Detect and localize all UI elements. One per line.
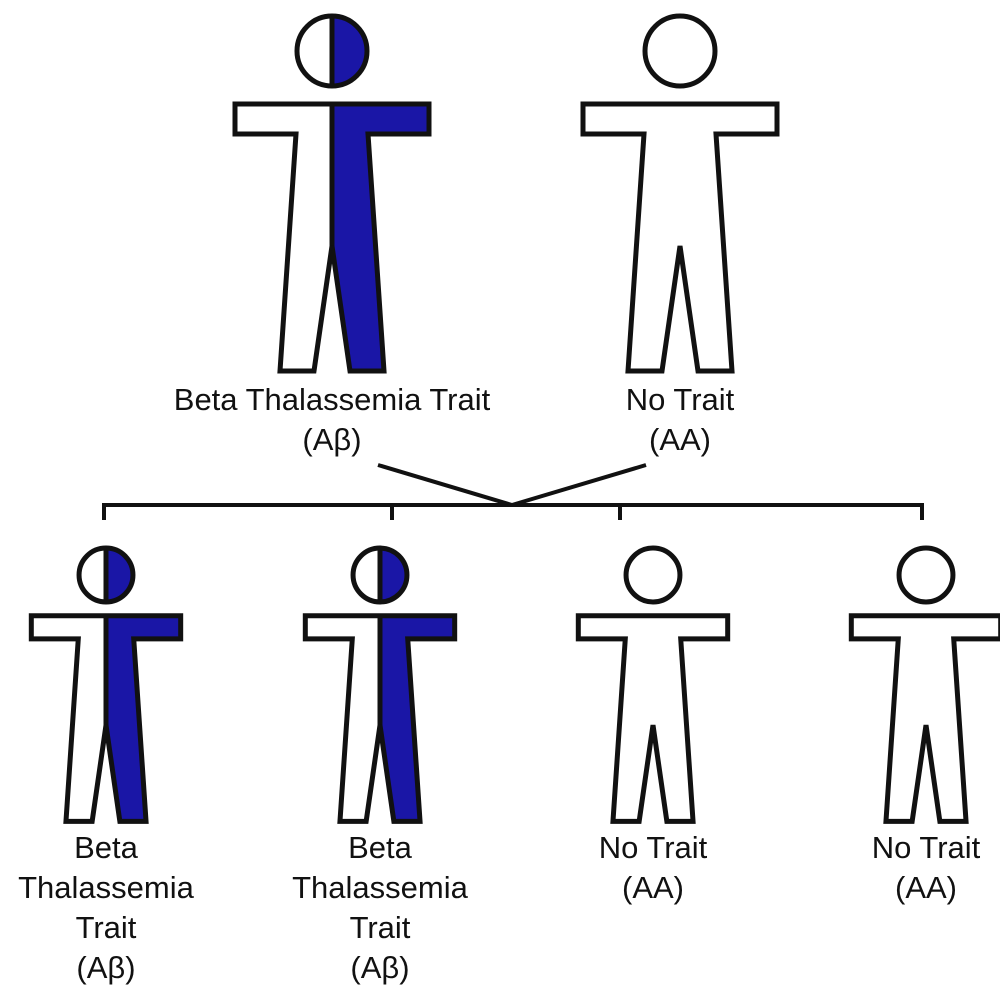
body-outline xyxy=(28,613,184,824)
trait-half-body xyxy=(106,615,181,822)
parent-no-trait-figure xyxy=(580,13,780,374)
body-outline xyxy=(848,613,1000,824)
child-1-figure xyxy=(28,545,184,824)
child-3-label: No Trait (AA) xyxy=(599,830,708,905)
parent-no-trait-label: No Trait (AA) xyxy=(626,382,735,457)
label-line: (AA) xyxy=(649,422,711,457)
body-outline xyxy=(575,613,731,824)
label-line: Beta Thalassemia Trait xyxy=(174,382,491,417)
head-outline xyxy=(76,545,136,605)
family-connectors xyxy=(102,463,924,520)
head-outline xyxy=(642,13,718,89)
label-line: No Trait xyxy=(626,382,735,417)
child-4-figure xyxy=(848,545,1000,824)
label-line: Beta xyxy=(74,830,139,865)
body-shape xyxy=(583,104,777,371)
label-line: Trait xyxy=(76,910,137,945)
trait-half-body xyxy=(332,104,429,371)
parent-trait-figure xyxy=(232,13,432,374)
child-2-figure xyxy=(302,545,458,824)
label-line: Trait xyxy=(350,910,411,945)
label-line: Thalassemia xyxy=(292,870,468,905)
head-shape xyxy=(899,548,953,602)
parent-no-trait: No Trait (AA) xyxy=(580,13,780,457)
label-line: (Aβ) xyxy=(76,950,135,985)
label-line: (AA) xyxy=(622,870,684,905)
trait-half-head xyxy=(380,548,407,602)
right-parent-connector xyxy=(511,463,647,507)
label-line: Thalassemia xyxy=(18,870,194,905)
body-outline xyxy=(302,613,458,824)
head-outline xyxy=(623,545,683,605)
label-line: Beta xyxy=(348,830,413,865)
trait-half-body xyxy=(380,615,455,822)
head-outline xyxy=(294,13,370,89)
label-line: No Trait xyxy=(599,830,708,865)
head-shape xyxy=(626,548,680,602)
head-outline xyxy=(896,545,956,605)
child-3-figure xyxy=(575,545,731,824)
head-outline xyxy=(350,545,410,605)
body-shape xyxy=(851,615,1000,822)
label-line: (Aβ) xyxy=(350,950,409,985)
body-shape xyxy=(578,615,728,822)
parent-trait: Beta Thalassemia Trait (Aβ) xyxy=(174,13,491,457)
label-line: No Trait xyxy=(872,830,981,865)
label-line: (Aβ) xyxy=(302,422,361,457)
body-outline xyxy=(580,101,780,374)
parent-trait-label: Beta Thalassemia Trait (Aβ) xyxy=(174,382,491,457)
trait-half-head xyxy=(332,16,367,86)
child-3: No Trait (AA) xyxy=(575,545,731,905)
left-parent-connector xyxy=(377,463,513,507)
head-shape xyxy=(645,16,715,86)
trait-half-head xyxy=(106,548,133,602)
child-4: No Trait (AA) xyxy=(848,545,1000,905)
label-line: (AA) xyxy=(895,870,957,905)
body-outline xyxy=(232,101,432,374)
child-4-label: No Trait (AA) xyxy=(872,830,981,905)
parents-row: Beta Thalassemia Trait (Aβ) No Trait (AA) xyxy=(174,13,780,457)
